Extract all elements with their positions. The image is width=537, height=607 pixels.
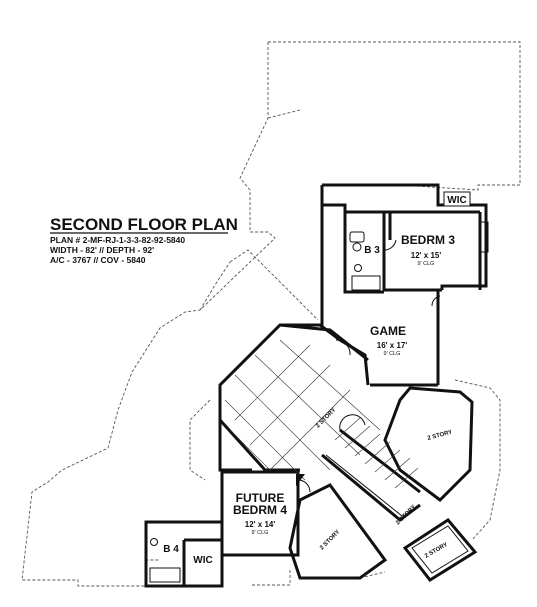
wic-top-label: WIC [447, 195, 466, 206]
two-story-label-4: 2 STORY [319, 529, 341, 551]
bath3-label: B 3 [364, 245, 380, 256]
plan-dimensions: WIDTH - 82' // DEPTH - 92' [50, 245, 154, 255]
bedroom3-ceiling: 9' CLG [418, 261, 435, 267]
future-bedroom4-line2: BEDRM 4 [233, 503, 287, 517]
future-bedroom4-line1: FUTURE [236, 491, 285, 505]
plan-title: SECOND FLOOR PLAN [50, 215, 238, 234]
wic-bottom-label: WIC [193, 555, 212, 566]
two-story-label-2: 2 STORY [427, 430, 453, 442]
two-story-label-1: 2 STORY [315, 407, 337, 429]
future-bedroom4-size: 12' x 14' [245, 520, 276, 529]
plan-number: PLAN # 2-MF-RJ-1-3-3-82-92-5840 [50, 235, 185, 245]
game-size: 16' x 17' [377, 341, 408, 350]
future-bedroom4-ceiling: 9' CLG [252, 530, 269, 536]
title-block: SECOND FLOOR PLAN PLAN # 2-MF-RJ-1-3-3-8… [50, 215, 238, 265]
two-story-label-5: 2 STORY [424, 542, 449, 560]
details [149, 221, 489, 583]
two-story-label-3: 2 STORY [395, 504, 417, 526]
room-labels: WIC BEDRM 3 12' x 15' 9' CLG B 3 GAME 16… [163, 191, 471, 566]
game-name: GAME [370, 324, 406, 338]
plan-area: A/C - 3767 // COV - 5840 [50, 255, 146, 265]
game-ceiling: 9' CLG [384, 351, 401, 357]
bath4-label: B 4 [163, 544, 179, 555]
bedroom3-size: 12' x 15' [411, 251, 442, 260]
walls [144, 183, 488, 588]
bedroom3-name: BEDRM 3 [401, 233, 455, 247]
